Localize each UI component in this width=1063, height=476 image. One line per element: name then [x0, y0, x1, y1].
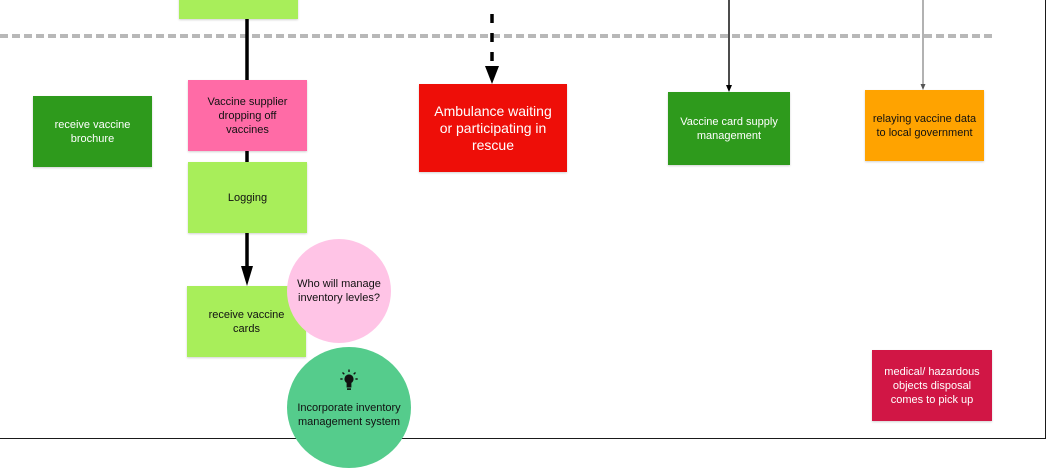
bubble-who-will-manage-inventory: Who will manage inventory levles? — [287, 239, 391, 343]
note-receive-vaccine-brochure-text: receive vaccine brochure — [54, 118, 131, 145]
note-vaccine-supplier-dropping-off-text: Vaccine supplier dropping off vaccines — [207, 95, 288, 136]
note-hazardous-disposal: medical/ hazardous objects disposal come… — [872, 350, 992, 421]
note-hazardous-disposal-text: medical/ hazardous objects disposal come… — [884, 365, 980, 406]
note-vaccine-card-supply-management: Vaccine card supply management — [668, 92, 790, 165]
note-vaccine-supplier-dropping-off: Vaccine supplier dropping off vaccines — [188, 80, 307, 151]
note-ambulance-waiting-text: Ambulance waiting or participating in re… — [434, 102, 552, 153]
connector-dashed-to-ambulance-arrowhead — [485, 66, 499, 84]
note-vaccine-card-supply-management-text: Vaccine card supply management — [680, 115, 778, 142]
note-logging-text: Logging — [227, 191, 268, 204]
note-ambulance-waiting: Ambulance waiting or participating in re… — [419, 84, 567, 172]
note-relaying-vaccine-data: relaying vaccine data to local governmen… — [865, 90, 984, 161]
bubble-incorporate-inventory-system: Incorporate inventory management system — [287, 347, 411, 468]
note-relaying-vaccine-data-text: relaying vaccine data to local governmen… — [872, 112, 977, 139]
note-receive-vaccine-brochure: receive vaccine brochure — [33, 96, 152, 167]
diagram-frame — [0, 0, 1046, 439]
note-receive-vaccine-cards: receive vaccine cards — [187, 286, 306, 357]
lightbulb-icon — [340, 369, 358, 390]
note-logging: Logging — [188, 162, 307, 233]
bubble-who-will-manage-inventory-text: Who will manage inventory levles? — [297, 278, 381, 304]
connector-to-relaying-data-arrowhead — [920, 84, 926, 90]
connector-to-card-supply-arrowhead — [726, 85, 732, 92]
swimlane-divider — [0, 34, 992, 38]
note-top-stub — [179, 0, 298, 19]
bubble-incorporate-inventory-system-text: Incorporate inventory management system — [297, 401, 401, 428]
connector-logging-to-cards-arrowhead — [241, 266, 253, 286]
note-receive-vaccine-cards-text: receive vaccine cards — [208, 308, 285, 335]
